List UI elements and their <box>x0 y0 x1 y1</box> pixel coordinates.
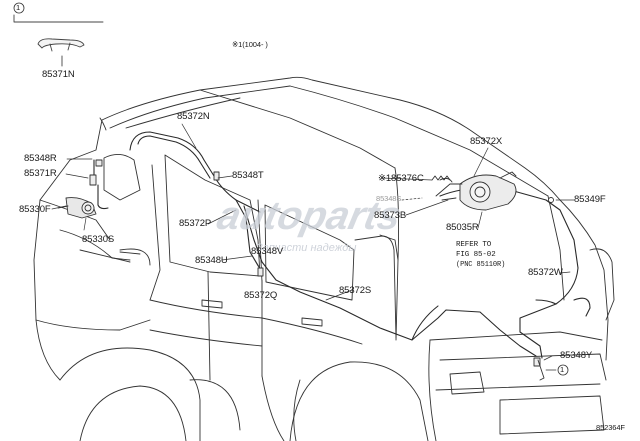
part-label-85372N: 85372N <box>177 111 210 122</box>
part-label-85372X: 85372X <box>470 136 503 147</box>
leader-lines <box>51 123 575 371</box>
reference-line-1: REFER TO <box>456 241 492 249</box>
callout-circle <box>557 364 569 376</box>
callout-number: 1 <box>560 365 565 374</box>
part-label-85348S: 85348S <box>376 194 402 203</box>
callout-number: 1 <box>16 3 21 12</box>
part-label-85330S: 85330S <box>82 234 115 245</box>
group-bracket <box>13 14 104 67</box>
part-label-85330F: 85330F <box>19 204 51 215</box>
part-label-85373B: 85373B <box>374 210 407 221</box>
part-label-85348R: 85348R <box>24 153 57 164</box>
part-label-85372Q: 85372Q <box>244 290 278 301</box>
part-label-85371R: 85371R <box>24 168 57 179</box>
part-label-85035R: 85035R <box>446 222 479 233</box>
washer-components <box>57 117 554 381</box>
part-label-85372S: 85372S <box>339 285 372 296</box>
vehicle-body <box>33 76 615 441</box>
part-label-85376C: ※185376C <box>378 173 424 184</box>
part-label-85349F: 85349F <box>574 194 606 205</box>
callout-circle <box>13 2 25 14</box>
part-label-85372W: 85372W <box>528 267 563 278</box>
part-label-85372P: 85372P <box>179 218 212 229</box>
reference-line-2: FIG 85-02 <box>456 251 496 259</box>
part-label-85348V: 85348V <box>251 246 284 257</box>
supersession-note: ※1(1004- ) <box>232 40 268 49</box>
part-label-85348Y: 85348Y <box>560 350 593 361</box>
part-label-85348T: 85348T <box>232 170 264 181</box>
part-label-85371N: 85371N <box>42 69 75 80</box>
part-label-85348U: 85348U <box>195 255 228 266</box>
watermark-tagline: Запчасти надежды <box>256 242 357 254</box>
figure-id: 85236​4F <box>596 423 625 432</box>
reference-line-3: (PNC 85110R) <box>456 261 506 269</box>
